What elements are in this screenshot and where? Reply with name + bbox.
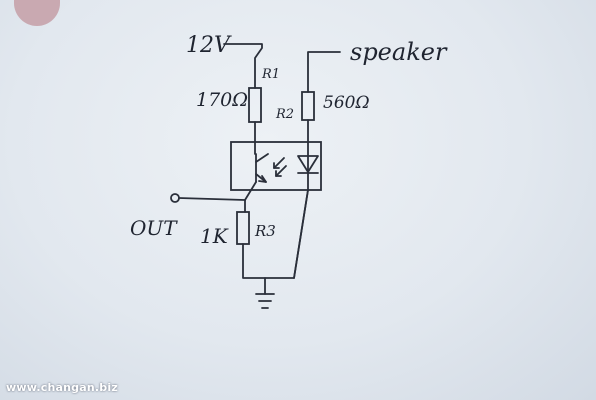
supply-wire [223,43,263,89]
resistor-r2 [301,91,315,121]
led-icon [297,141,319,191]
light-arrows-icon [273,157,287,177]
r2-name: R2 [275,107,294,122]
out-wire [178,197,246,201]
speaker-label: speaker [350,38,448,66]
phototransistor-icon [254,141,269,183]
resistor-r3 [236,211,250,245]
out-terminal [170,193,180,203]
watermark: www.changan.biz [6,381,118,394]
r2-value: 560Ω [323,93,370,113]
speaker-wire [307,51,341,93]
r3-value: 1K [200,224,229,248]
out-label: OUT [130,216,178,240]
r3-name: R3 [254,222,276,240]
led-cathode-wire [293,189,309,279]
emitter-wire [244,181,257,201]
resistor-r1 [248,87,262,123]
optocoupler-box [230,141,322,191]
supply-label: 12V [186,33,232,58]
r1-value: 170Ω [196,89,248,111]
ground-icon [255,293,275,309]
r1-name: R1 [261,67,280,82]
